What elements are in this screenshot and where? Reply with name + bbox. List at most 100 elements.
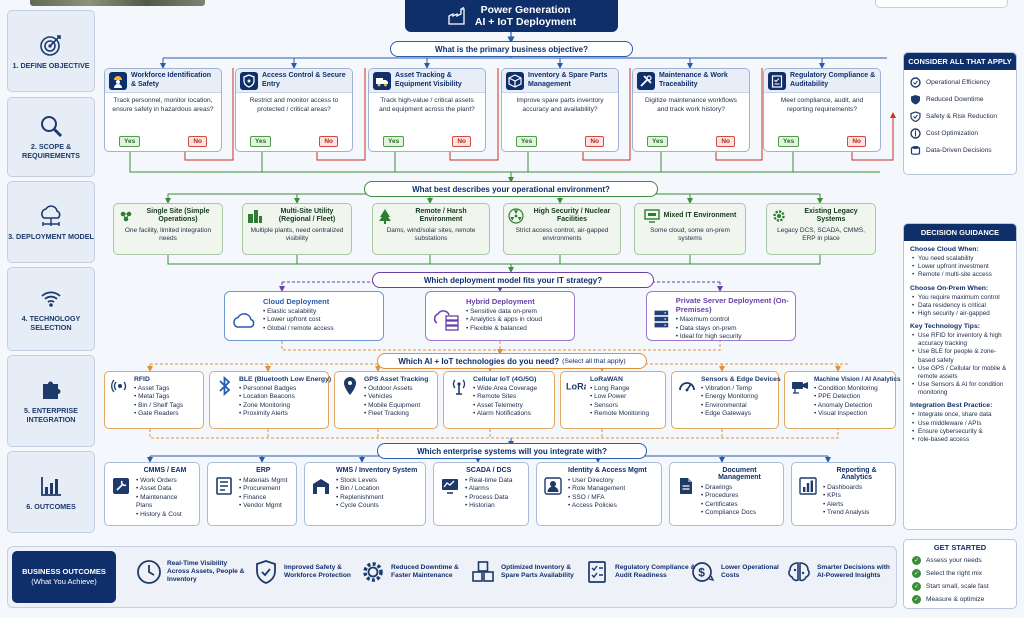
objective-compliance[interactable]: Regulatory Compliance & Auditability Mee…: [763, 68, 881, 152]
yes-button[interactable]: Yes: [647, 136, 669, 147]
tech-feature: Metal Tags: [134, 393, 183, 401]
user-icon: [544, 477, 562, 495]
server-icon: [654, 310, 669, 328]
tech-gps[interactable]: GPS Asset Tracking Outdoor AssetsVehicle…: [334, 371, 438, 429]
env-description: Dams, wind/solar sites, remote substatio…: [386, 227, 476, 243]
tech-feature: Energy Monitoring: [701, 393, 781, 401]
top-right-badge: [875, 0, 1008, 8]
boxes-icon: [472, 561, 494, 582]
no-button[interactable]: No: [847, 136, 866, 147]
enterprise-feature: Process Data: [465, 494, 512, 502]
env-remote-harsh[interactable]: Remote / Harsh Environment Dams, wind/so…: [372, 203, 490, 255]
yes-button[interactable]: Yes: [250, 136, 272, 147]
tech-sensors-edge[interactable]: Sensors & Edge Devices Vibration / TempE…: [671, 371, 781, 429]
deployment-feature: Global / remote access: [263, 325, 333, 333]
deployment-cloud[interactable]: Cloud Deployment Elastic scalability Low…: [224, 291, 384, 341]
yes-button[interactable]: Yes: [516, 136, 538, 147]
no-button[interactable]: No: [585, 136, 604, 147]
tech-lorawan[interactable]: LoRa LoRaWAN Long RangeLow PowerSensorsR…: [560, 371, 666, 429]
get-started-step[interactable]: ✓Select the right mix: [904, 567, 1016, 580]
question-text: What best describes your operational env…: [412, 184, 610, 194]
enterprise-feature: Stock Levels: [336, 477, 417, 485]
objective-title: Regulatory Compliance & Auditability: [790, 72, 876, 88]
site-icon: [120, 211, 132, 222]
no-button[interactable]: No: [319, 136, 338, 147]
consider-item[interactable]: Operational Efficiency: [904, 74, 1016, 91]
cost-icon: [910, 128, 921, 139]
no-button[interactable]: No: [188, 136, 207, 147]
tools-icon: [640, 74, 652, 87]
tech-feature: Alarm Notifications: [473, 410, 537, 418]
outcome-text: Regulatory Compliance & Audit Readiness: [615, 563, 696, 579]
wireless-icon: [41, 291, 61, 308]
env-legacy-systems[interactable]: Existing Legacy Systems Legacy DCS, SCAD…: [766, 203, 876, 255]
consider-item[interactable]: Cost Optimization: [904, 125, 1016, 142]
enterprise-scada-dcs[interactable]: SCADA / DCS Real-time DataAlarmsProcess …: [433, 462, 529, 526]
target-icon: [40, 34, 61, 56]
tech-feature: Low Power: [590, 393, 649, 401]
enterprise-feature: Maintenance Plans: [136, 494, 194, 511]
enterprise-feature: Role Management: [568, 485, 647, 493]
objective-asset-tracking[interactable]: Asset Tracking & Equipment Visibility Tr…: [368, 68, 486, 152]
guidance-tip: Remote / multi-site access: [904, 271, 1016, 279]
env-multi-site[interactable]: Multi-Site Utility (Regional / Fleet) Mu…: [242, 203, 352, 255]
outcome-compliance: Regulatory Compliance & Audit Readiness: [584, 559, 696, 585]
enterprise-feature: Certificates: [701, 501, 778, 509]
tech-rfid[interactable]: RFID Asset TagsMetal TagsBin / Shelf Tag…: [104, 371, 204, 429]
stage-label: 5. ENTERPRISE INTEGRATION: [24, 406, 78, 424]
enterprise-feature: Access Policies: [568, 502, 647, 510]
objective-inventory[interactable]: Inventory & Spare Parts Management Impro…: [501, 68, 619, 152]
env-mixed-it[interactable]: Mixed IT Environment Some cloud, some on…: [634, 203, 746, 255]
get-started-step[interactable]: ✓Measure & optimize: [904, 593, 1016, 606]
deployment-feature: Elastic scalability: [263, 308, 334, 316]
data-icon: [910, 146, 921, 155]
env-title: Multi-Site Utility (Regional / Fleet): [278, 208, 336, 224]
stage-label: 2. SCOPE & REQUIREMENTS: [22, 142, 80, 160]
env-high-security[interactable]: High Security / Nuclear Facilities Stric…: [503, 203, 621, 255]
yes-button[interactable]: Yes: [383, 136, 405, 147]
tech-machine-vision[interactable]: Machine Vision / AI Analytics Condition …: [784, 371, 901, 429]
consider-text: Data-Driven Decisions: [926, 147, 992, 154]
enterprise-cmms-eam[interactable]: CMMS / EAM Work OrdersAsset DataMaintena…: [104, 462, 200, 526]
enterprise-wms[interactable]: WMS / Inventory System Stock LevelsBin /…: [304, 462, 426, 526]
deployment-private-server[interactable]: Private Server Deployment (On-Premises) …: [646, 291, 796, 341]
get-started-step[interactable]: ✓Start small, scale fast: [904, 580, 1016, 593]
consider-item[interactable]: Data-Driven Decisions: [904, 142, 1016, 159]
tech-feature: Vehicles: [364, 393, 428, 401]
question-technologies: Which AI + IoT technologies do you need?…: [377, 353, 647, 369]
objective-workforce-safety[interactable]: Workforce Identification & Safety Track …: [104, 68, 222, 152]
env-single-site[interactable]: Single Site (Simple Operations) One faci…: [113, 203, 223, 255]
tech-cellular[interactable]: Cellular IoT (4G/5G) Wide Area CoverageR…: [443, 371, 555, 429]
objective-access-control[interactable]: Access Control & Secure Entry Restrict a…: [235, 68, 353, 152]
enterprise-feature: Historian: [465, 502, 512, 510]
yes-button[interactable]: Yes: [119, 136, 141, 147]
no-button[interactable]: No: [452, 136, 471, 147]
objective-maintenance[interactable]: Maintenance & Work Traceability Digitize…: [632, 68, 750, 152]
enterprise-erp[interactable]: ERP Materials MgmtProcurementFinanceVend…: [207, 462, 297, 526]
guidance-heading: Choose Cloud When:: [910, 246, 979, 253]
get-started-title: GET STARTED: [904, 540, 1016, 554]
enterprise-feature: Cycle Counts: [336, 502, 417, 510]
consider-item[interactable]: Reduced Downtime: [904, 91, 1016, 108]
get-started-step[interactable]: ✓Assess your needs: [904, 554, 1016, 567]
enterprise-feature: Trend Analysis: [823, 509, 890, 517]
outcome-text: Optimized Inventory & Spare Parts Availa…: [501, 563, 574, 579]
title-line-2: AI + IoT Deployment: [474, 16, 577, 28]
camera-icon: [792, 382, 808, 394]
yes-button[interactable]: Yes: [778, 136, 800, 147]
enterprise-feature: Alerts: [823, 501, 890, 509]
consider-item[interactable]: Safety & Risk Reduction: [904, 108, 1016, 125]
no-button[interactable]: No: [716, 136, 735, 147]
tech-feature: Asset Telemetry: [473, 402, 537, 410]
shield-icon: [243, 73, 255, 88]
tech-ble[interactable]: BLE (Bluetooth Low Energy) Personnel Bad…: [209, 371, 331, 429]
deployment-title: Private Server Deployment (On-Premises): [675, 296, 789, 314]
tech-title: LoRaWAN: [590, 376, 623, 383]
enterprise-identity-access[interactable]: Identity & Access Mgmt User DirectoryRol…: [536, 462, 662, 526]
enterprise-document-management[interactable]: Document Management DrawingsProceduresCe…: [669, 462, 784, 526]
enterprise-reporting-analytics[interactable]: Reporting & Analytics DashboardsKPIsAler…: [791, 462, 896, 526]
enterprise-feature: Procurement: [239, 485, 288, 493]
guidance-tip: Use BLE for people & zone-based safety: [904, 348, 1016, 364]
get-started-panel: GET STARTED ✓Assess your needs ✓Select t…: [903, 539, 1017, 609]
deployment-hybrid[interactable]: Hybrid Deployment Sensitive data on-prem…: [425, 291, 575, 341]
